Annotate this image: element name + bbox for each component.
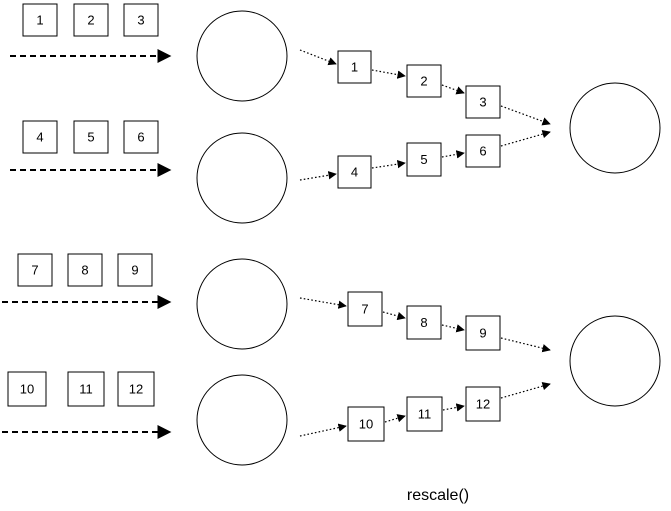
operator-node [196,374,288,466]
input-item: 11 [67,371,105,407]
output-item: 5 [406,142,442,177]
input-item: 12 [117,371,155,407]
input-item: 4 [22,120,58,154]
input-item: 9 [117,253,153,287]
output-item: 2 [406,64,442,98]
input-item-label: 3 [137,13,144,28]
output-item: 10 [347,406,385,442]
dotted-arrow [441,84,465,95]
input-row-4: 10 11 12 [2,371,172,439]
output-item-label: 7 [361,302,368,317]
output-item: 7 [347,291,383,327]
output-item-label: 10 [359,417,373,432]
input-item-label: 9 [131,263,138,278]
output-item: 11 [406,396,443,432]
dotted-arrow [441,150,465,159]
output-item-label: 9 [479,326,486,341]
dotted-arrow [371,69,406,79]
input-item-label: 12 [129,382,143,397]
downstream-node [569,315,661,407]
output-item: 12 [465,386,501,422]
input-item-label: 11 [79,382,93,397]
input-row-2: 4 5 6 [10,120,172,177]
input-item-label: 2 [87,13,94,28]
operator-node [196,132,288,224]
output-item: 9 [465,315,501,351]
diagram-caption: rescale() [407,487,469,504]
dotted-arrow [441,324,465,333]
downstream-node [569,82,661,174]
input-item-label: 1 [36,13,43,28]
output-item: 4 [337,155,372,189]
input-item: 1 [22,3,58,37]
output-item-label: 4 [351,165,358,180]
dotted-arrow [500,337,551,353]
output-item-label: 12 [476,397,490,412]
input-item-label: 8 [81,263,88,278]
output-chain-1: 1 2 3 [299,49,551,126]
operator-node [196,258,288,350]
input-row-1: 1 2 3 [10,3,172,63]
output-chain-4: 10 11 12 [299,382,551,442]
output-item: 1 [337,50,372,84]
input-item: 10 [7,371,47,407]
input-item: 6 [123,120,159,154]
dotted-arrow [500,105,551,126]
output-item-label: 6 [479,144,486,159]
input-item-label: 10 [20,382,34,397]
dotted-arrow [384,414,406,423]
dotted-arrow [299,297,347,309]
dotted-arrow [442,403,465,412]
input-item: 2 [73,3,109,37]
dotted-arrow [299,423,347,437]
output-item-label: 11 [418,407,432,422]
dotted-arrow [500,382,551,399]
dotted-arrow [299,171,337,181]
output-item: 3 [465,85,501,119]
dotted-arrow [500,130,551,147]
output-item-label: 1 [351,60,358,75]
output-item-label: 2 [420,74,427,89]
output-item-label: 5 [420,152,427,167]
dotted-arrow [299,49,337,66]
input-item: 7 [17,253,53,287]
operator-node [196,10,288,102]
output-item-label: 3 [479,95,486,110]
output-chain-3: 7 8 9 [299,291,551,353]
input-item: 3 [123,3,159,37]
output-item: 6 [465,134,501,168]
dotted-arrow [382,311,406,321]
output-item-label: 8 [420,315,427,330]
input-item-label: 5 [87,130,94,145]
input-row-3: 7 8 9 [2,253,172,309]
output-chain-2: 4 5 6 [299,130,551,189]
input-item-label: 6 [137,130,144,145]
output-item: 8 [406,305,442,340]
input-item: 8 [67,253,103,287]
dotted-arrow [371,159,406,169]
input-item-label: 7 [31,263,38,278]
input-item: 5 [73,120,109,154]
input-item-label: 4 [36,130,43,145]
